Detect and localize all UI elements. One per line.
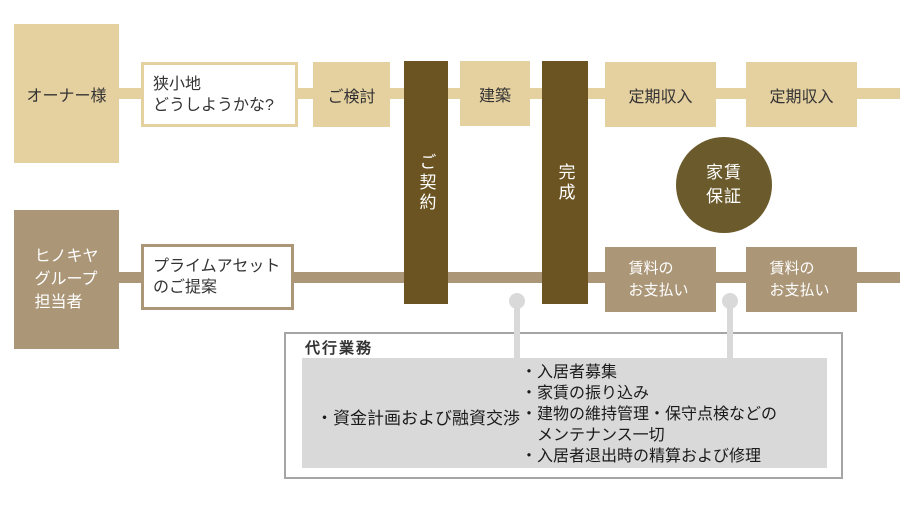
step-income-1: 定期収入: [605, 62, 716, 127]
list-item: メンテナンス一切: [521, 427, 665, 444]
connector-dot-1: [509, 293, 525, 309]
list-item: ・入居者退出時の精算および修理: [521, 448, 762, 465]
agency-frame: [284, 332, 843, 479]
agency-left-item: ・資金計画および融資交渉: [316, 409, 520, 428]
connector-line-2: [727, 300, 733, 359]
thought-bubble: 狭小地 どうしようかな?: [141, 62, 298, 127]
connector-dot-2: [722, 293, 738, 309]
owner-box: オーナー様: [14, 24, 119, 163]
list-item: ・建物の維持管理・保守点検などの: [521, 406, 778, 423]
owner-label: オーナー様: [26, 87, 107, 105]
agency-title: 代行業務: [305, 340, 374, 357]
agency-right-list: ・入居者募集 ・家賃の振り込み ・建物の維持管理・保守点検などの メンテナンス一…: [521, 362, 777, 467]
proposal-box: プライムアセット のご提案: [141, 244, 294, 310]
milestone-bar-contract: ご契約: [404, 61, 448, 304]
agency-panel: [302, 358, 827, 468]
thought-line-2: どうしようかな?: [153, 96, 274, 114]
step-consider: ご検討: [313, 62, 390, 127]
step-income-2: 定期収入: [746, 62, 857, 127]
staff-box: ヒノキヤ グループ 担当者: [14, 210, 119, 349]
staff-label: ヒノキヤ グループ 担当者: [34, 248, 99, 311]
list-item: ・入居者募集: [521, 364, 618, 381]
staff-timeline-line: [119, 272, 900, 283]
list-item: ・家賃の振り込み: [521, 385, 650, 402]
rent-guarantee-circle: 家賃 保証: [676, 137, 772, 233]
thought-line-1: 狭小地: [153, 75, 202, 93]
proposal-line-1: プライムアセット: [153, 258, 281, 275]
milestone-bar-complete: 完成: [542, 61, 588, 304]
rent-payment-1: 賃料の お支払い: [605, 247, 716, 312]
rent-payment-2: 賃料の お支払い: [746, 247, 857, 312]
step-build: 建築: [460, 61, 530, 126]
connector-line-1: [514, 300, 520, 359]
proposal-line-2: のご提案: [153, 279, 218, 296]
